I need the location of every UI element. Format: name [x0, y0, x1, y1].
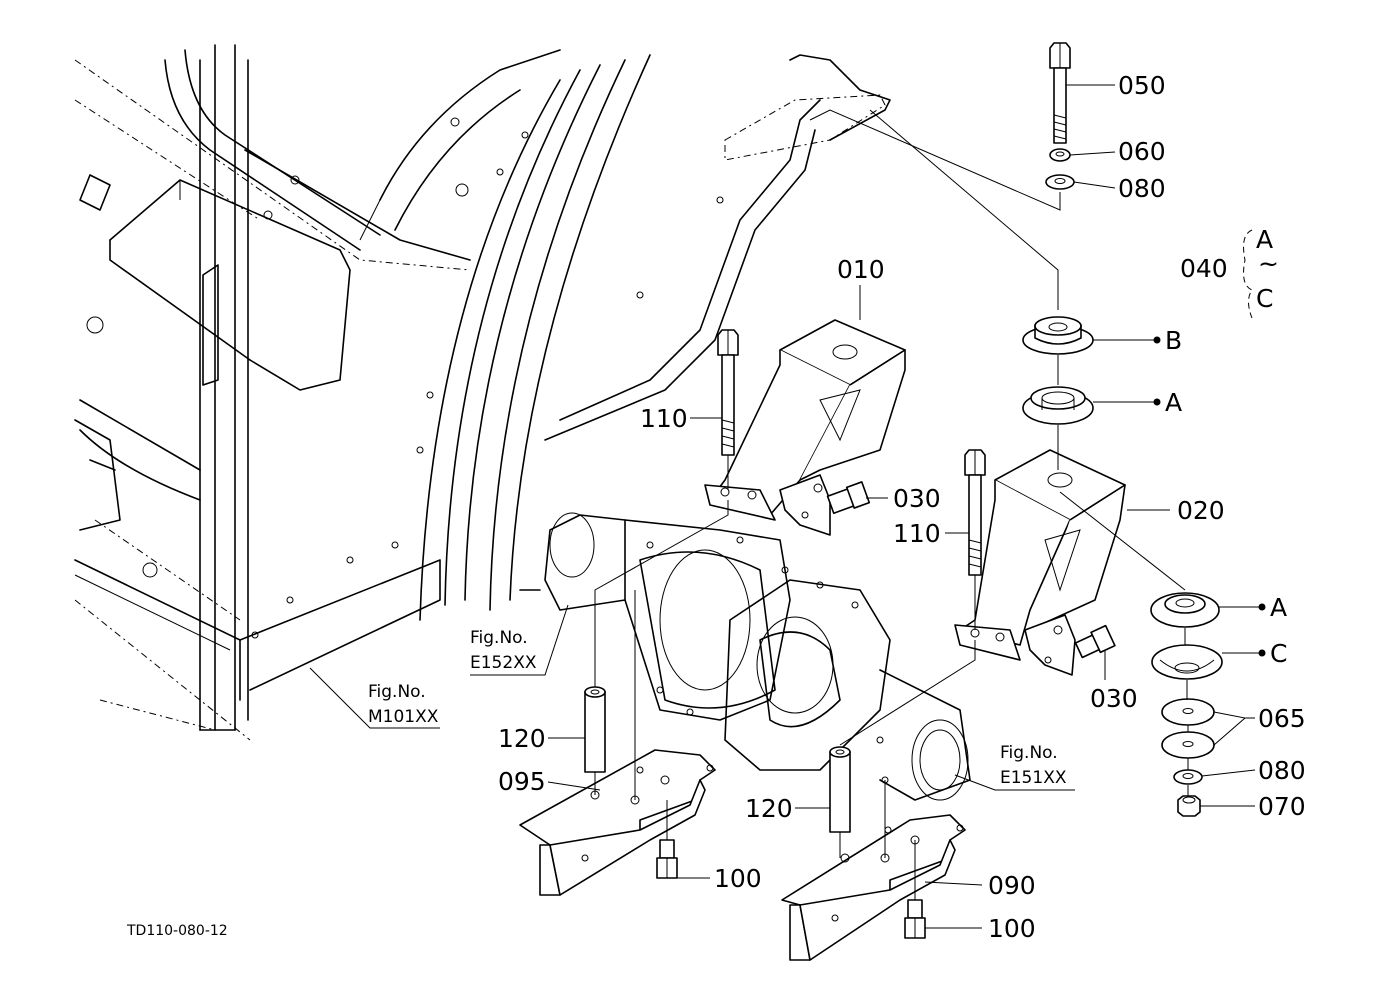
bracket-010	[704, 319, 906, 536]
part-label-090: 090	[988, 871, 1036, 900]
part-label-030-right: 030	[1090, 684, 1138, 713]
bracket-090	[781, 814, 966, 961]
transmission-housing-drawing	[544, 512, 971, 801]
range-label-top: A	[1256, 225, 1273, 254]
bracket-095	[519, 749, 716, 896]
washer-080-top	[1045, 174, 1075, 190]
part-label-040: 040	[1180, 254, 1228, 283]
part-label-120-left: 120	[498, 724, 546, 753]
drawing-code: TD110-080-12	[126, 923, 228, 939]
bolt-030-right	[1074, 624, 1116, 659]
figref-m101-line1: Fig.No.	[368, 682, 426, 702]
label-leaders	[309, 84, 1260, 929]
letter-label-a-bottom: A	[1270, 593, 1287, 622]
part-label-120-right: 120	[745, 794, 793, 823]
tractor-frame-drawing	[74, 44, 891, 741]
part-label-010: 010	[837, 255, 885, 284]
figref-e151-line2: E151XX	[1000, 768, 1067, 788]
figref-e152-line1: Fig.No.	[470, 628, 528, 648]
range-label-bottom: C	[1256, 284, 1273, 313]
spring-washer-060	[1049, 148, 1071, 162]
bolt-100-left	[656, 839, 678, 879]
marker-dot-a1	[1153, 398, 1161, 406]
part-label-100-right: 100	[988, 914, 1036, 943]
letter-label-a-top: A	[1165, 388, 1182, 417]
marker-dot-c	[1258, 649, 1266, 657]
bolt-030-left	[826, 481, 871, 515]
spacer-120-right	[829, 746, 851, 833]
letter-label-b: B	[1165, 326, 1182, 355]
part-label-095: 095	[498, 767, 546, 796]
part-label-110-left: 110	[640, 404, 688, 433]
nut-070	[1177, 795, 1201, 817]
figref-e151-line1: Fig.No.	[1000, 743, 1058, 763]
part-label-060: 060	[1118, 137, 1166, 166]
part-label-050: 050	[1118, 71, 1166, 100]
part-label-110-right: 110	[893, 519, 941, 548]
mount-a-bottom	[1150, 592, 1220, 628]
part-label-100-left: 100	[714, 864, 762, 893]
bolt-100-right	[904, 899, 926, 939]
letter-label-c: C	[1270, 639, 1287, 668]
spacer-120-left	[584, 686, 606, 773]
mount-b	[1022, 316, 1094, 355]
bolt-110-left	[717, 329, 739, 490]
figref-e152-line2: E152XX	[470, 653, 537, 673]
bolt-110-right	[964, 449, 986, 630]
marker-dot-a2	[1258, 603, 1266, 611]
washer-080-bottom	[1173, 769, 1203, 785]
bolt-050	[1049, 42, 1071, 144]
part-label-070: 070	[1258, 792, 1306, 821]
marker-dot-b	[1153, 336, 1161, 344]
part-label-065: 065	[1258, 704, 1306, 733]
mount-c	[1151, 644, 1223, 680]
part-label-080-bottom: 080	[1258, 756, 1306, 785]
range-label-mid: ~	[1258, 249, 1279, 278]
assembly-lines	[594, 109, 1189, 900]
part-label-080-top: 080	[1118, 174, 1166, 203]
figref-m101-line2: M101XX	[368, 707, 439, 727]
part-label-030-left: 030	[893, 484, 941, 513]
part-label-020: 020	[1177, 496, 1225, 525]
mount-a-top	[1022, 386, 1094, 425]
